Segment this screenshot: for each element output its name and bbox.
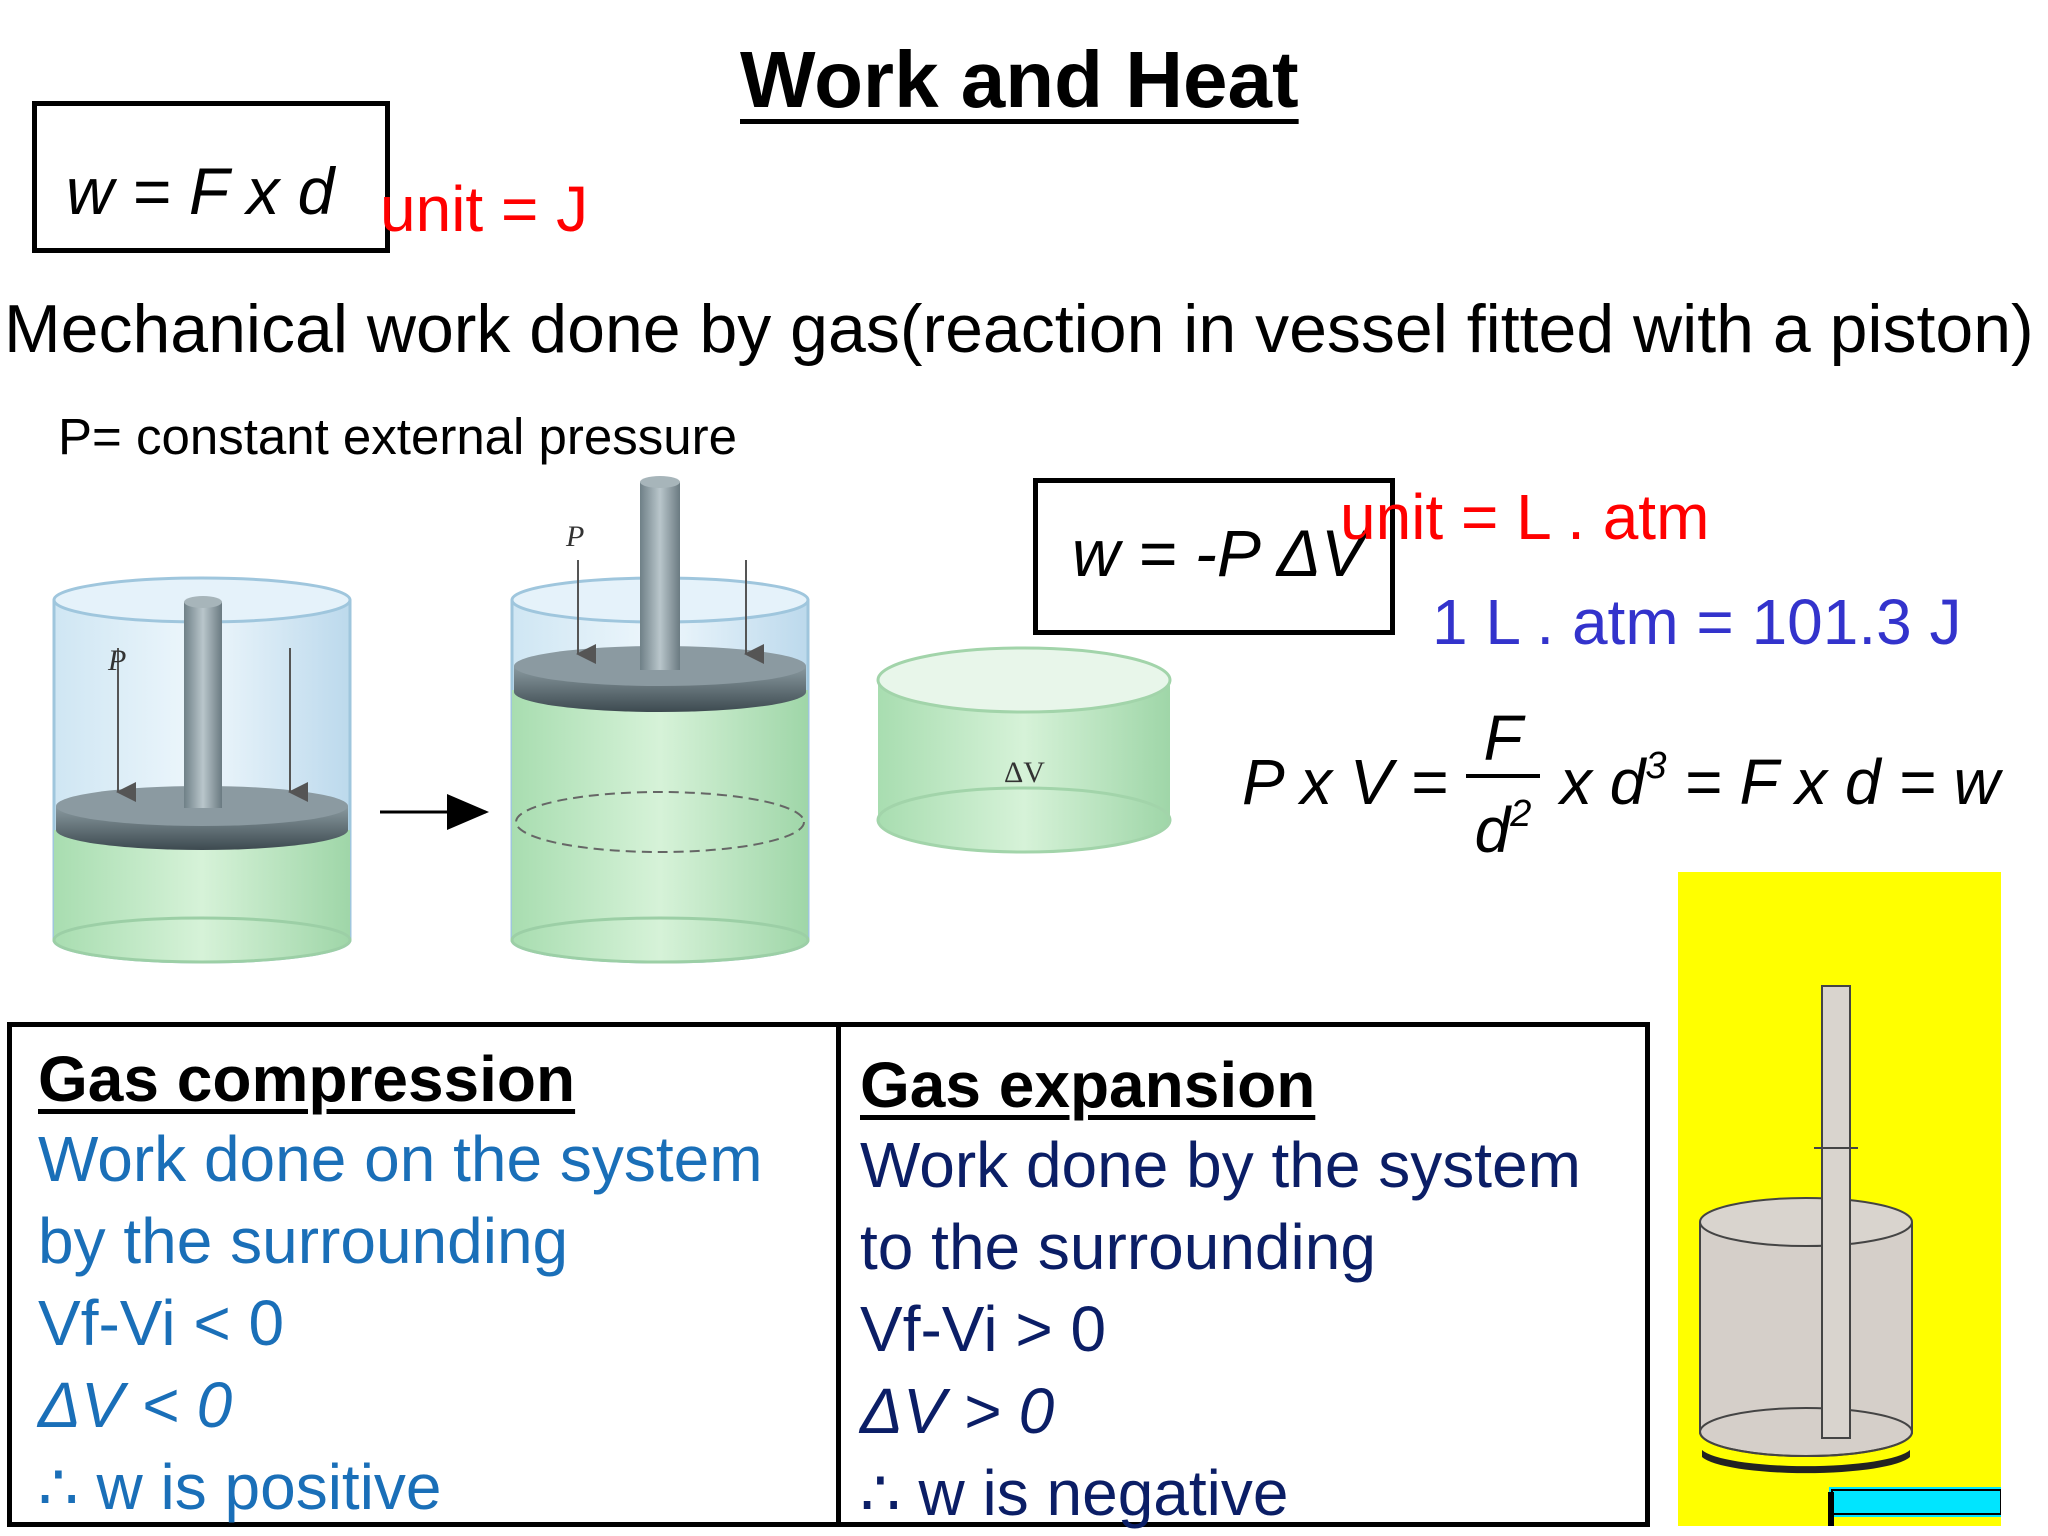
pressure-note: P= constant external pressure — [58, 408, 737, 465]
comparison-table — [7, 1022, 1650, 1527]
fraction-denominator: d2 — [1474, 793, 1532, 866]
pv-formula: w = -P ΔV — [1072, 516, 1366, 590]
pv-unit: unit = L . atm — [1340, 481, 1710, 553]
expansion-line: Vf-Vi > 0 — [860, 1293, 1107, 1365]
conversion-factor: 1 L . atm = 101.3 J — [1432, 586, 1962, 658]
expansion-line: to the surrounding — [860, 1211, 1376, 1283]
compression-line: Work done on the system — [38, 1123, 763, 1195]
compression-line: Vf-Vi < 0 — [38, 1287, 285, 1359]
compression-column: Gas compression Work done on the system … — [38, 1040, 763, 1528]
cylinder-initial: P — [52, 576, 352, 964]
compression-line: by the surrounding — [38, 1205, 569, 1277]
fraction-bar — [1466, 774, 1540, 778]
piston-animation — [1699, 985, 2001, 1526]
piston-diagram: P P ΔV — [52, 476, 1172, 964]
compression-line: ∴ w is positive — [38, 1451, 442, 1523]
derivation-rhs: x d3 = F x d = w — [1560, 745, 2000, 818]
fraction-numerator: F — [1483, 702, 1523, 774]
mechanical-work-text: Mechanical work done by gas(reaction in … — [4, 291, 2034, 367]
work-formula-box — [32, 101, 390, 253]
table-divider — [836, 1022, 841, 1527]
pressure-label-2: P — [565, 520, 584, 553]
compression-line: ΔV < 0 — [38, 1369, 233, 1441]
pressure-label-1: P — [107, 644, 126, 677]
pv-formula-box — [1033, 478, 1395, 635]
compression-heading: Gas compression — [38, 1043, 576, 1115]
expansion-column: Gas expansion Work done by the system to… — [860, 1046, 1581, 1534]
derivation-lhs: P x V = — [1242, 746, 1448, 818]
expansion-line: Work done by the system — [860, 1129, 1581, 1201]
derivation-fraction: F d2 — [1466, 706, 1540, 862]
work-unit: unit = J — [380, 173, 589, 245]
delta-v-volume: ΔV — [876, 646, 1172, 854]
expansion-line: ∴ w is negative — [860, 1457, 1289, 1529]
expansion-line: ΔV > 0 — [860, 1375, 1055, 1447]
expansion-heading: Gas expansion — [860, 1049, 1316, 1121]
page-title: Work and Heat — [740, 35, 1299, 124]
work-formula: w = F x d — [66, 154, 335, 228]
cylinder-final: P — [510, 476, 810, 964]
delta-v-label: ΔV — [1004, 756, 1045, 789]
